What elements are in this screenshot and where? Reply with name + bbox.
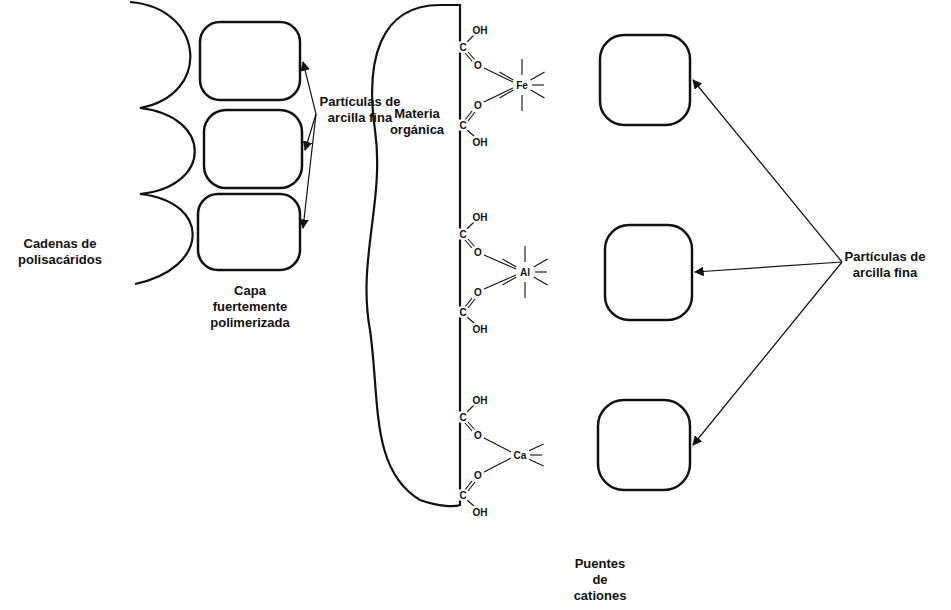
octahedral-line xyxy=(529,444,544,451)
leader-arrow xyxy=(693,80,842,262)
octahedral-line xyxy=(534,259,548,267)
double-bond xyxy=(468,482,475,491)
octahedral-line xyxy=(524,282,525,298)
carbon-label: C xyxy=(458,490,467,501)
carbon-label: C xyxy=(458,412,467,423)
octahedral-line xyxy=(529,459,544,466)
single-bond xyxy=(467,500,474,506)
hydroxyl-label: OH xyxy=(472,395,489,406)
bridge-label: Puentes de cationes xyxy=(569,556,631,604)
leader-arrow xyxy=(303,114,316,228)
layer-label: Capa fuertemente polimerizada xyxy=(203,283,298,331)
single-bond xyxy=(467,130,474,136)
coordination-bond xyxy=(484,458,511,472)
leader-arrow xyxy=(695,262,842,272)
polysaccharide-chain xyxy=(130,2,195,284)
octahedral-line xyxy=(521,59,522,75)
octahedral-line xyxy=(499,72,513,80)
oxygen-label: O xyxy=(473,430,483,441)
cation-label: Al xyxy=(519,267,531,278)
chain-label: Cadenas de polisacáridos xyxy=(10,236,110,268)
octahedral-line xyxy=(521,95,522,111)
octahedral-line xyxy=(499,90,513,98)
hydroxyl-label: OH xyxy=(472,137,489,148)
oxygen-label: O xyxy=(473,100,483,111)
particle-label: Partículas de arcilla fina xyxy=(843,249,927,281)
coordination-bond xyxy=(484,68,513,82)
hydroxyl-label: OH xyxy=(472,507,489,518)
octahedral-line xyxy=(502,259,516,267)
octahedral-line xyxy=(534,277,548,285)
double-bond xyxy=(465,240,472,248)
double-bond xyxy=(468,112,475,121)
oxygen-label: O xyxy=(473,287,483,298)
coordination-bond xyxy=(484,438,511,452)
oxygen-label: O xyxy=(473,247,483,258)
clay-particle xyxy=(600,35,690,125)
octahedral-line xyxy=(530,454,542,455)
cation-label: Fe xyxy=(515,80,529,91)
oxygen-label: O xyxy=(473,60,483,71)
hydroxyl-label: OH xyxy=(472,324,489,335)
double-bond xyxy=(468,299,475,308)
octahedral-line xyxy=(502,277,516,285)
coordination-bond xyxy=(484,255,516,269)
single-bond xyxy=(467,35,474,42)
double-bond xyxy=(465,423,472,431)
double-bond xyxy=(465,53,472,61)
blob-outline xyxy=(360,0,470,512)
octahedral-line xyxy=(531,90,545,98)
single-bond xyxy=(467,405,474,412)
clay-particle xyxy=(198,194,300,270)
carbon-label: C xyxy=(458,307,467,318)
single-bond xyxy=(467,317,474,323)
octahedral-line xyxy=(524,246,525,262)
clay-particle xyxy=(200,22,300,100)
hydroxyl-label: OH xyxy=(472,212,489,223)
leader-arrow xyxy=(303,62,316,114)
clay-particle xyxy=(598,400,690,490)
clay-particle xyxy=(204,110,302,188)
cation-label: Ca xyxy=(513,450,528,461)
single-bond xyxy=(467,222,474,229)
coordination-bond xyxy=(484,275,516,289)
leader-arrow xyxy=(693,262,842,445)
carbon-label: C xyxy=(458,42,467,53)
blob-outline-path xyxy=(366,5,460,506)
organic-matter-blob: Materia orgánica xyxy=(360,0,470,512)
octahedral-line xyxy=(532,84,544,85)
clay-particle xyxy=(605,225,692,320)
hydroxyl-label: OH xyxy=(472,25,489,36)
particle-label: Partículas de arcilla fina xyxy=(318,94,402,126)
oxygen-label: O xyxy=(473,470,483,481)
carbon-label: C xyxy=(458,120,467,131)
carbon-label: C xyxy=(458,229,467,240)
octahedral-line xyxy=(535,271,547,272)
coordination-bond xyxy=(484,88,513,102)
octahedral-line xyxy=(531,72,545,80)
